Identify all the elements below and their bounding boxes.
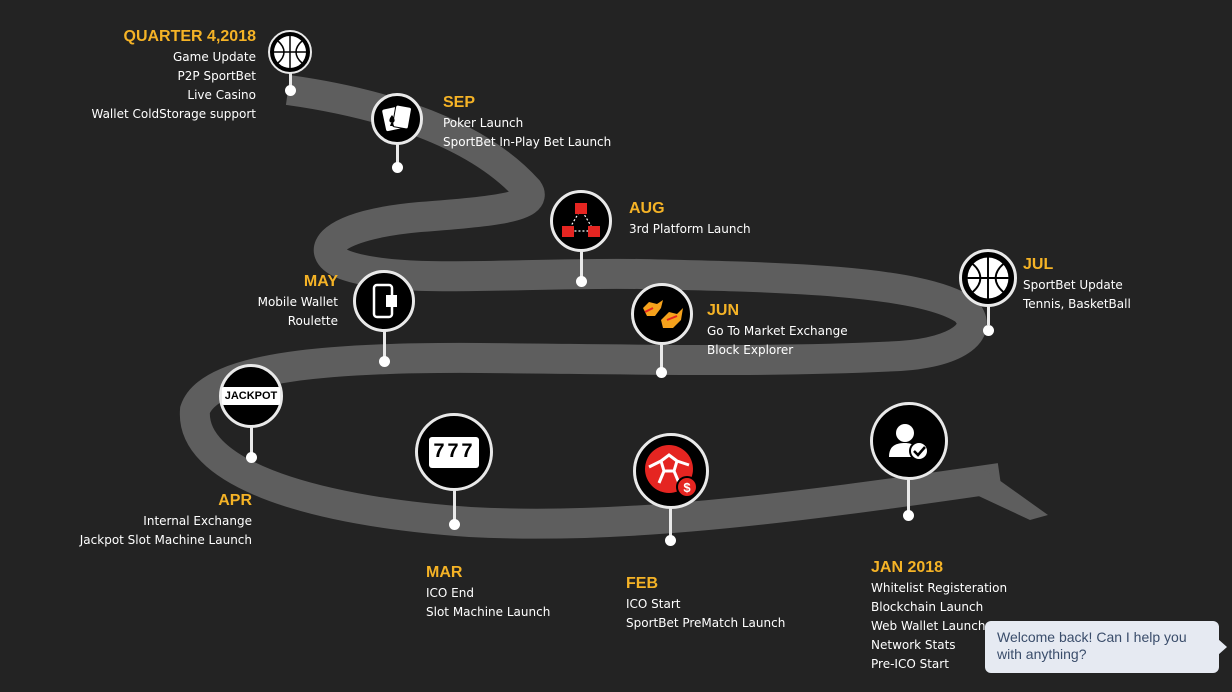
milestone-item: Blockchain Launch — [871, 600, 984, 614]
jackpot-icon: JACKPOT — [219, 364, 283, 428]
milestone-item: 3rd Platform Launch — [629, 222, 751, 236]
milestone-title: MAY — [303, 273, 338, 290]
milestone-title: JUL — [1023, 256, 1054, 273]
chat-message: Welcome back! Can I help you with anythi… — [997, 629, 1187, 662]
milestone-title: JUN — [707, 302, 740, 319]
blockchain-cubes-icon — [550, 190, 612, 252]
milestone-item: Roulette — [287, 314, 338, 328]
milestone-item: Jackpot Slot Machine Launch — [79, 533, 252, 547]
soccer-ball-icon: $ — [633, 433, 709, 509]
svg-text:$: $ — [683, 480, 691, 495]
basketball-icon — [959, 249, 1017, 307]
milestone-item: Wallet ColdStorage support — [91, 107, 256, 121]
milestone-title: SEP — [443, 94, 476, 111]
milestone-item: Game Update — [173, 50, 256, 64]
milestone-item: SportBet In-Play Bet Launch — [443, 135, 612, 149]
milestone-item: ICO Start — [626, 597, 681, 611]
slot-machine-icon: 777 — [415, 413, 493, 491]
verified-user-icon — [870, 402, 948, 480]
milestone-item: SportBet PreMatch Launch — [626, 616, 786, 630]
basketball-icon — [268, 30, 312, 74]
milestone-item: P2P SportBet — [177, 69, 256, 83]
playing-cards-icon — [371, 93, 423, 145]
milestone-item: Pre-ICO Start — [871, 657, 949, 671]
milestone-item: ICO End — [426, 586, 474, 600]
milestone-title: QUARTER 4,2018 — [123, 28, 257, 45]
milestone-item: Slot Machine Launch — [426, 605, 551, 619]
milestone-title: AUG — [629, 200, 665, 217]
milestone-item: Mobile Wallet — [257, 295, 338, 309]
milestone-title: APR — [218, 492, 252, 509]
milestone-item: Internal Exchange — [143, 514, 252, 528]
bull-bear-icon — [631, 283, 693, 345]
milestone-item: Go To Market Exchange — [707, 324, 848, 338]
milestone-item: Live Casino — [187, 88, 256, 102]
milestone-item: Tennis, BasketBall — [1023, 297, 1131, 311]
milestone-item: Poker Launch — [443, 116, 524, 130]
milestone-item: SportBet Update — [1023, 278, 1123, 292]
milestone-item: Block Explorer — [707, 343, 794, 357]
milestone-item: Web Wallet Launch — [871, 619, 986, 633]
milestone-title: MAR — [426, 564, 463, 581]
milestone-item: Network Stats — [871, 638, 956, 652]
milestone-item: Whitelist Registeration — [871, 581, 1008, 595]
chat-welcome-bubble[interactable]: Welcome back! Can I help you with anythi… — [985, 621, 1227, 673]
milestone-title: JAN 2018 — [871, 559, 944, 576]
milestone-title: FEB — [626, 575, 658, 592]
mobile-wallet-icon — [353, 270, 415, 332]
